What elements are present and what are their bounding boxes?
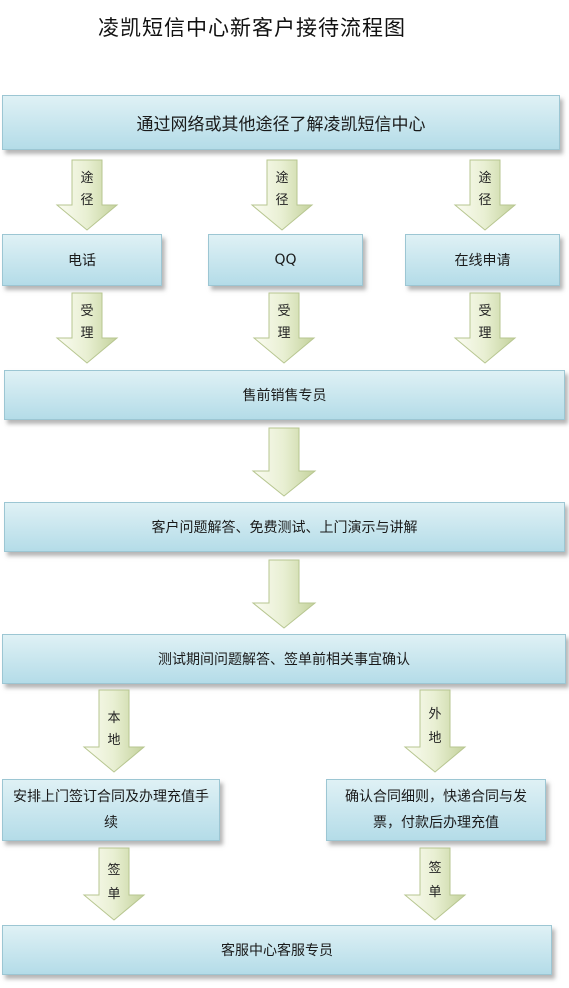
- node-local-label: 安排上门签订合同及办理充值手续: [13, 789, 209, 831]
- arrow-route-online-label-1: 途: [478, 171, 492, 186]
- arrow-route-phone-label-1: 途: [80, 171, 94, 186]
- node-remote-label: 确认合同细则，快递合同与发票，付款后办理充值: [345, 789, 527, 831]
- arrow-route-qq: 途 径: [250, 159, 314, 231]
- arrow-route-phone-label-2: 径: [80, 193, 94, 208]
- arrow-accept-phone: 受 理: [55, 292, 119, 364]
- node-qq-label: QQ: [274, 252, 297, 268]
- arrow-remote-label-1: 外: [428, 707, 442, 722]
- arrow-accept-online-label-1: 受: [478, 304, 492, 319]
- node-learn-about: 通过网络或其他途径了解凌凯短信中心: [2, 95, 560, 150]
- node-remote: 确认合同细则，快递合同与发票，付款后办理充值: [326, 779, 546, 841]
- arrow-sign-remote: 签 单: [403, 847, 467, 921]
- node-support-label: 客服中心客服专员: [221, 943, 333, 959]
- arrow-accept-online: 受 理: [453, 292, 517, 364]
- arrow-route-online-label-2: 径: [478, 193, 492, 208]
- arrow-route-qq-label-1: 途: [275, 171, 289, 186]
- arrow-route-online: 途 径: [453, 159, 517, 231]
- arrow-remote-label-2: 地: [428, 731, 442, 746]
- arrow-local-label-1: 本: [107, 711, 121, 726]
- arrow-route-qq-label-2: 径: [275, 193, 289, 208]
- node-online-label: 在线申请: [454, 253, 511, 269]
- node-phone: 电话: [2, 234, 162, 286]
- node-qq: QQ: [208, 234, 363, 286]
- arrow-accept-online-label-2: 理: [478, 326, 492, 341]
- arrow-accept-phone-label-1: 受: [80, 304, 94, 319]
- node-service-label: 客户问题解答、免费测试、上门演示与讲解: [151, 520, 418, 536]
- arrow-accept-phone-label-2: 理: [80, 326, 94, 341]
- diagram-title: 凌凯短信中心新客户接待流程图: [98, 16, 406, 40]
- arrow-accept-qq: 受 理: [252, 292, 316, 364]
- arrow-sign-remote-label-1: 签: [428, 861, 442, 876]
- node-online: 在线申请: [405, 234, 560, 286]
- arrow-local-label-2: 地: [107, 733, 121, 748]
- arrow-sign-local-label-1: 签: [107, 863, 121, 878]
- arrow-remote: 外 地: [403, 689, 467, 773]
- arrow-presales-to-service: [251, 427, 317, 497]
- arrow-accept-qq-label-1: 受: [277, 304, 291, 319]
- arrow-service-to-confirm: [251, 559, 317, 629]
- arrow-sign-local-label-2: 单: [107, 887, 121, 902]
- node-local: 安排上门签订合同及办理充值手续: [2, 779, 220, 841]
- node-confirm: 测试期间问题解答、签单前相关事宜确认: [2, 634, 566, 684]
- node-confirm-label: 测试期间问题解答、签单前相关事宜确认: [158, 652, 410, 668]
- node-phone-label: 电话: [68, 253, 96, 269]
- arrow-local: 本 地: [82, 689, 146, 773]
- arrow-sign-remote-label-2: 单: [428, 885, 442, 900]
- node-learn-about-label: 通过网络或其他途径了解凌凯短信中心: [136, 115, 426, 135]
- arrow-sign-local: 签 单: [82, 847, 146, 921]
- node-presales: 售前销售专员: [4, 370, 565, 420]
- node-service: 客户问题解答、免费测试、上门演示与讲解: [4, 502, 565, 552]
- arrow-route-phone: 途 径: [55, 159, 119, 231]
- arrow-accept-qq-label-2: 理: [277, 326, 291, 341]
- node-presales-label: 售前销售专员: [242, 388, 327, 404]
- node-support: 客服中心客服专员: [2, 925, 552, 975]
